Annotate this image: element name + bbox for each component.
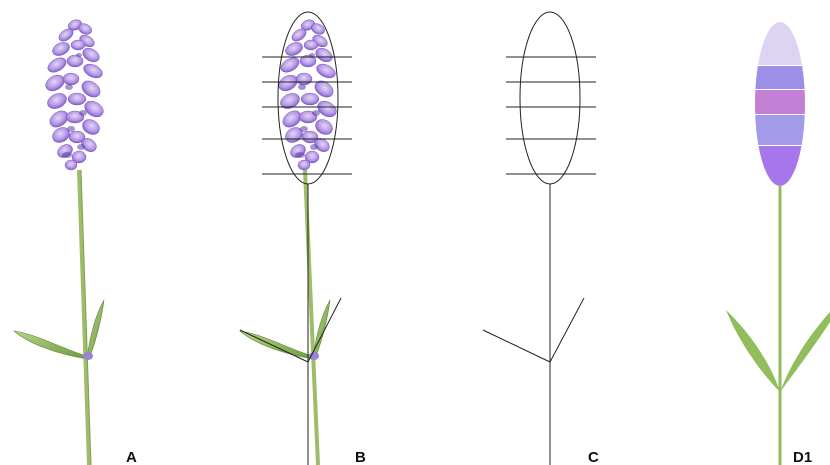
flower-head [43,18,106,170]
stem [305,170,318,465]
stem [79,170,89,465]
panel-label: A [126,449,137,465]
guide-branch [550,298,584,362]
panel-a: A [14,18,137,465]
color-band [750,90,810,114]
leaf-left [726,310,780,392]
panel-d1: D1 [726,20,830,465]
panel-label: C [588,449,599,465]
leaf-pair [14,300,104,360]
color-band [750,115,810,145]
guide-branch [483,330,550,362]
guide-branch [240,330,308,362]
panel-b: B [240,12,366,465]
color-band [750,146,810,191]
panel-c [483,12,596,465]
color-band [750,66,810,89]
flower-ellipse [750,20,810,191]
guide-ellipse [520,12,580,184]
color-band [750,20,810,65]
panel-label: D1 [793,449,812,465]
leaf-right [780,312,830,392]
panel-label: B [355,449,366,465]
